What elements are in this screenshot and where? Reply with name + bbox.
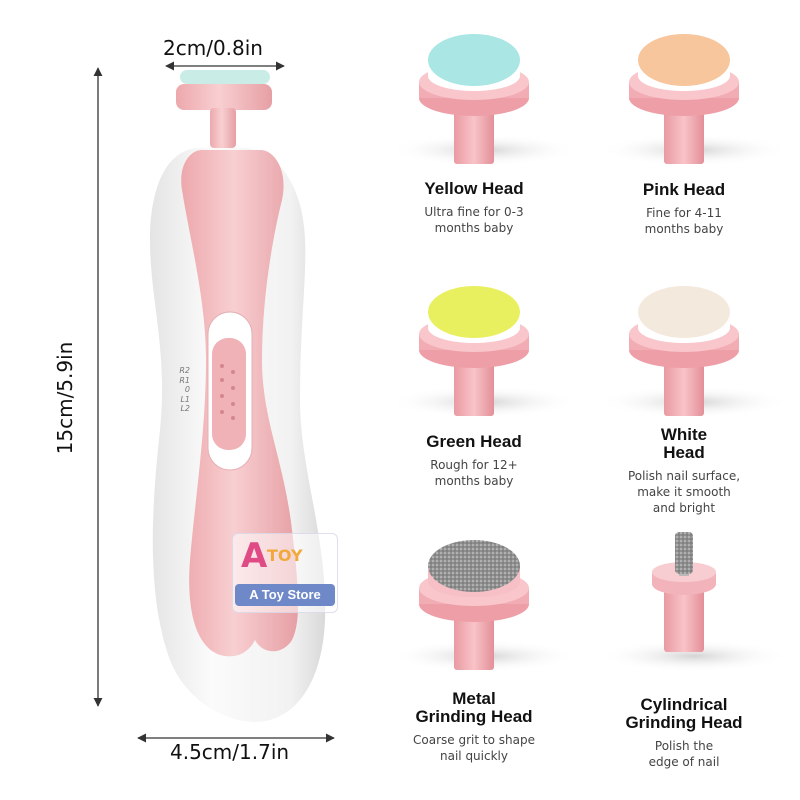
head-title-line: Cylindrical	[640, 695, 728, 714]
head-description-line: edge of nail	[648, 755, 720, 769]
head-pad-1	[428, 34, 520, 86]
switch-label-l1: L1	[180, 394, 190, 404]
head-description-line: months baby	[644, 222, 724, 236]
width-label: 2cm/0.8in	[163, 36, 263, 60]
cylinder-bit	[675, 532, 693, 574]
switch-label-0: 0	[184, 385, 190, 394]
head-description-4: Polish nail surface, make it smooth and br…	[594, 468, 774, 516]
head-title-line: Grinding Head	[415, 707, 533, 726]
head-image-6	[599, 532, 789, 672]
head-image-3	[389, 286, 579, 418]
head-description-line: Polish the	[654, 739, 714, 753]
head-pad-5	[428, 540, 520, 592]
head-pad-4	[638, 286, 730, 338]
head-title-3: Green Head	[384, 433, 564, 451]
head-title-line: Pink Head	[642, 180, 726, 199]
head-title-line: Head	[663, 443, 705, 462]
head-description-line: Fine for 4-11	[646, 206, 722, 220]
switch-dots	[220, 364, 235, 420]
head-pad-2	[638, 34, 730, 86]
device-shaft	[210, 108, 236, 148]
head-description-2: Fine for 4-11 months baby	[594, 205, 774, 237]
head-title-line: Grinding Head	[625, 713, 743, 732]
head-image-2	[599, 34, 789, 166]
store-watermark: A TOY A Toy Store	[232, 533, 338, 613]
head-description-line: Ultra fine for 0-3	[424, 205, 524, 219]
switch-label-r2: R2	[179, 366, 190, 375]
device-top-disc	[176, 84, 272, 110]
head-description-3: Rough for 12+ months baby	[384, 457, 564, 489]
bottom-width-label: 4.5cm/1.7in	[170, 740, 290, 764]
watermark-logo-sub: TOY	[267, 546, 303, 565]
head-image-1	[389, 34, 579, 166]
watermark-logo: A	[241, 536, 267, 576]
head-description-1: Ultra fine for 0-3 months baby	[384, 204, 564, 236]
device-top-pad	[180, 70, 270, 84]
watermark-store-name: A Toy Store	[235, 584, 335, 606]
head-description-line: Polish nail surface,	[627, 469, 741, 483]
switch-labels: R2 R1 0 L1 L2	[170, 366, 190, 414]
head-title-line: White	[660, 425, 708, 444]
head-description-line: Rough for 12+	[430, 458, 518, 472]
head-image-4	[599, 286, 789, 418]
head-title-2: Pink Head	[594, 181, 774, 199]
head-description-line: make it smooth	[637, 485, 731, 499]
head-image-5	[389, 540, 579, 672]
head-description-5: Coarse grit to shape nail quickly	[384, 732, 564, 764]
head-title-1: Yellow Head	[384, 180, 564, 198]
switch-label-r1: R1	[179, 375, 190, 385]
head-description-line: months baby	[434, 221, 514, 235]
head-title-line: Green Head	[426, 432, 522, 451]
head-description-line: nail quickly	[440, 749, 508, 763]
head-description-line: and bright	[652, 501, 716, 515]
head-description-6: Polish the edge of nail	[594, 738, 774, 770]
head-description-line: Coarse grit to shape	[413, 733, 535, 747]
head-description-line: months baby	[434, 474, 514, 488]
head-title-line: Metal	[452, 689, 496, 708]
head-title-line: Yellow Head	[424, 179, 524, 198]
head-pad-3	[428, 286, 520, 338]
switch-label-l2: L2	[180, 404, 190, 413]
